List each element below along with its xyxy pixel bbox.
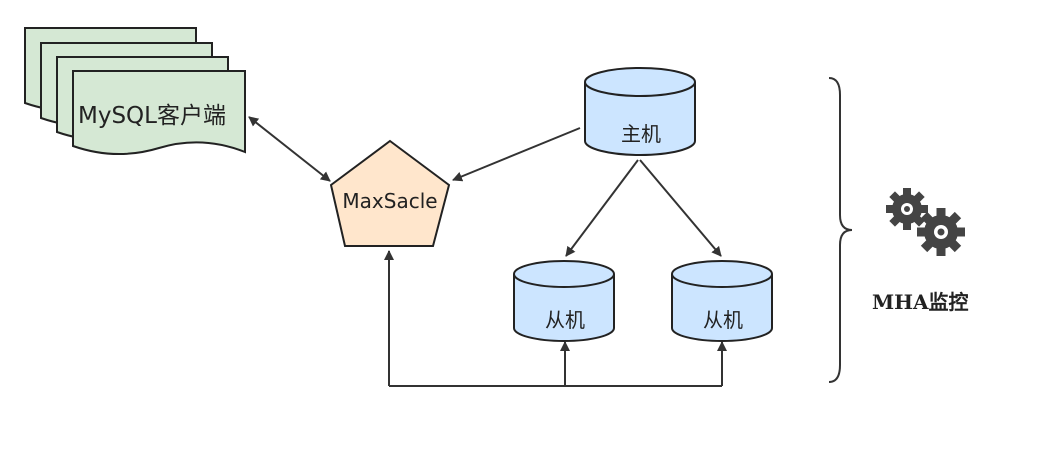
slave-2-label: 从机 — [703, 308, 743, 332]
maxscale-pentagon — [329, 139, 451, 247]
mysql-client-label: MySQL客户端 — [78, 103, 226, 129]
mha-monitor-label: MHA监控 — [872, 290, 969, 314]
slaves-to-maxscale-bus — [384, 250, 727, 387]
client-doc-front — [72, 70, 246, 155]
client-maxscale-connector — [248, 116, 331, 182]
group-brace — [828, 77, 853, 383]
mysql-client-documents — [24, 27, 246, 155]
master-database-cylinder — [584, 67, 696, 156]
master-to-slave-2-arrow — [639, 159, 722, 257]
master-to-slave-1-arrow — [565, 159, 639, 257]
slave-2-database-cylinder — [671, 260, 773, 342]
master-to-maxscale-arrow — [452, 127, 581, 182]
gears-icon — [886, 188, 965, 256]
maxscale-label: MaxSacle — [342, 189, 438, 213]
master-label: 主机 — [621, 122, 661, 146]
slave-1-label: 从机 — [545, 308, 585, 332]
slave-1-database-cylinder — [513, 260, 615, 342]
